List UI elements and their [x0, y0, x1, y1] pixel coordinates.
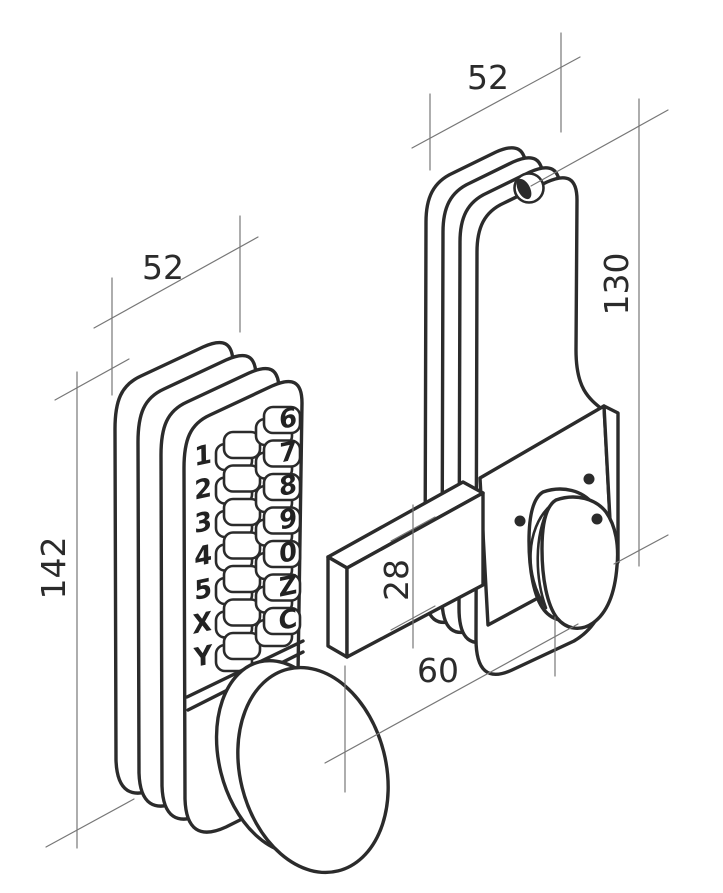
keypad-button-top: [262, 439, 302, 468]
keypad-button-top: [222, 531, 262, 560]
keypad-button-label-0: 0: [276, 537, 300, 570]
dim-bolt-height-label: 28: [377, 559, 416, 601]
screw-dot: [591, 513, 603, 525]
keypad-button-top: [222, 430, 262, 460]
keypad-button-top: [262, 573, 302, 602]
keypad-button-top: [222, 497, 262, 527]
dimension-front-height: 142: [34, 358, 135, 849]
keypad-button-top: [262, 539, 302, 569]
back-unit: [326, 146, 620, 676]
keypad-button-top: [262, 606, 302, 636]
latch-bolt: [326, 480, 485, 659]
keypad-button-top: [262, 506, 302, 535]
dim-back-width-label: 52: [467, 58, 509, 97]
thumbturn-grip: [529, 505, 551, 610]
dimension-front-width: 52: [93, 215, 259, 396]
dimensions: 52 142 52 130 28: [34, 32, 669, 849]
keypad-button-label-1: 1: [192, 440, 216, 473]
front-knob: [236, 665, 390, 875]
keypad-button-label-6: 6: [276, 403, 300, 436]
screw-dot: [514, 515, 526, 527]
keypad-button-top: [222, 598, 262, 627]
dim-bolt-length-label: 60: [417, 651, 459, 690]
keypad-button-label-3: 3: [192, 507, 216, 540]
dimension-back-width: 52: [411, 32, 581, 171]
keypad-button-label-8: 8: [276, 470, 300, 503]
keypad-button-top: [262, 472, 302, 502]
dimension-bolt-height: 28: [377, 504, 436, 649]
keypad-button-top: [222, 464, 262, 493]
keypad-button-label-2: 2: [192, 473, 216, 506]
latch-bolt-front-face: [345, 491, 485, 659]
keypad-button-top: [222, 631, 262, 661]
dim-front-height-label: 142: [34, 537, 73, 600]
latch-bolt-end-face: [326, 555, 349, 659]
dim-back-height-label: 130: [597, 253, 636, 316]
dim-front-width-label: 52: [142, 248, 184, 287]
keypad-button-label-9: 9: [276, 503, 300, 536]
screw-dot: [583, 473, 595, 485]
keypad-button-top: [222, 564, 262, 594]
keypad-button-top: [262, 405, 302, 435]
thumbturn: [527, 487, 620, 630]
keypad-button-label-5: 5: [192, 574, 216, 607]
dimension-back-height: 130: [530, 98, 669, 567]
mount-hole-shadow: [516, 178, 532, 200]
dimension-bolt-length: 60: [324, 616, 579, 793]
thumbturn-front: [540, 495, 620, 630]
